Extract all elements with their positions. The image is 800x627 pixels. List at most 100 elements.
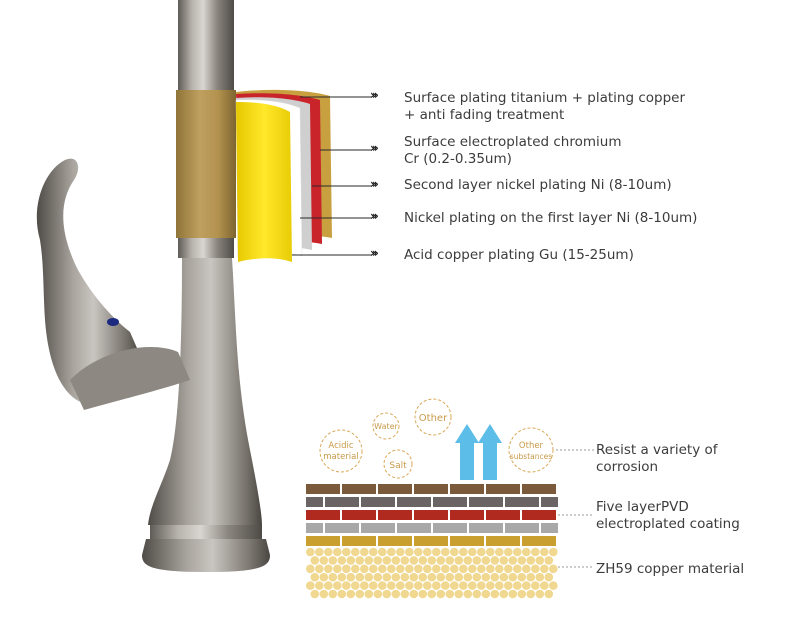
brick [397, 497, 431, 507]
copper-dot [373, 589, 383, 599]
copper-dot [391, 556, 401, 565]
copper-dot [333, 547, 342, 557]
brick [486, 484, 520, 494]
copper-dot [549, 581, 558, 590]
copper-dot [364, 572, 374, 582]
faucet-base-ring [150, 525, 262, 539]
copper-dot [481, 589, 491, 599]
copper-dot [454, 589, 464, 599]
coating-label-line: corrosion [596, 459, 659, 475]
copper-dot [468, 547, 477, 557]
copper-dot [495, 581, 504, 590]
copper-dot [328, 589, 338, 599]
copper-dot [450, 581, 459, 590]
copper-dot [544, 572, 554, 582]
bubble-other-label: Other [419, 413, 448, 424]
copper-dot [382, 589, 392, 599]
copper-dot [499, 572, 509, 582]
copper-dot [337, 589, 347, 599]
copper-dot [441, 547, 450, 557]
coating-label-line: Five layerPVD [596, 499, 689, 515]
copper-dot [306, 564, 315, 574]
coating-label-corrosion: Resist a variety of corrosion [596, 442, 718, 476]
copper-dot [324, 547, 333, 557]
bubble-acidic-line1: Acidic [328, 441, 353, 451]
layer-label-nickel-second: Second layer nickel plating Ni (8-10um) [404, 177, 672, 194]
copper-dot [504, 581, 513, 590]
copper-dot [454, 556, 464, 565]
copper-dot [531, 581, 540, 590]
faucet-illustration [36, 0, 270, 572]
copper-dot [414, 564, 423, 574]
copper-dot [423, 547, 432, 557]
copper-dot [427, 556, 437, 565]
copper-dot [355, 556, 365, 565]
brick [541, 497, 558, 507]
copper-dot [432, 547, 441, 557]
copper-dot [382, 556, 392, 565]
bubble-acidic-line2: material [323, 452, 358, 462]
layer-label-chromium: Surface electroplated chromium Cr (0.2-0… [404, 134, 621, 168]
brick [361, 497, 395, 507]
coating-label-pvd: Five layerPVD electroplated coating [596, 499, 740, 533]
copper-dot [418, 572, 428, 582]
arrow-glyph: ››› [370, 246, 379, 260]
copper-dot [504, 564, 513, 574]
copper-dot [499, 589, 509, 599]
copper-dot [306, 547, 315, 557]
copper-dot [324, 581, 333, 590]
copper-dot [535, 556, 545, 565]
arrow-glyph: ››› [370, 88, 379, 102]
brick [306, 510, 340, 520]
copper-dot [445, 572, 455, 582]
copper-dot [328, 572, 338, 582]
arrow-glyph: ››› [370, 177, 379, 191]
copper-dot [355, 572, 365, 582]
copper-dot [445, 556, 455, 565]
blue-indicator-icon [107, 318, 119, 326]
leader-lines [292, 96, 372, 256]
copper-dot [486, 564, 495, 574]
copper-dot [517, 589, 527, 599]
layer-label-line: Nickel plating on the first layer Ni (8-… [404, 210, 698, 226]
copper-dot [472, 589, 482, 599]
brick [522, 536, 556, 546]
copper-dot [526, 589, 536, 599]
copper-base-dots [306, 547, 558, 599]
copper-dot [463, 556, 473, 565]
layer-label-acid-copper: Acid copper plating Gu (15-25um) [404, 247, 634, 264]
brick [450, 536, 484, 546]
copper-dot [522, 564, 531, 574]
copper-dot [310, 572, 320, 582]
copper-dot [486, 581, 495, 590]
coating-label-copper: ZH59 copper material [596, 561, 744, 578]
faucet-pipe [178, 0, 234, 92]
copper-dot [468, 564, 477, 574]
copper-dot [535, 572, 545, 582]
brick [469, 523, 503, 533]
copper-dot [418, 556, 428, 565]
copper-dot [315, 581, 324, 590]
brick [414, 536, 448, 546]
copper-dot [499, 556, 509, 565]
copper-dot [319, 556, 329, 565]
bubble-salt: Salt [383, 449, 413, 479]
copper-dot [549, 547, 558, 557]
layer-acid-copper [236, 102, 292, 262]
copper-dot [324, 564, 333, 574]
copper-dot [490, 589, 500, 599]
copper-dot [513, 564, 522, 574]
copper-dot [477, 547, 486, 557]
brick [450, 484, 484, 494]
copper-dot [445, 589, 455, 599]
copper-dot [400, 589, 410, 599]
brick-rows [306, 484, 558, 546]
copper-dot [319, 572, 329, 582]
faucet-body [148, 258, 262, 525]
brick [433, 497, 467, 507]
coating-diagram: Acidic material Water Other Salt Other s… [306, 398, 594, 599]
copper-dot [531, 547, 540, 557]
copper-dot [333, 564, 342, 574]
arrow-glyph: ››› [370, 141, 379, 155]
coating-label-line: electroplated coating [596, 516, 740, 532]
